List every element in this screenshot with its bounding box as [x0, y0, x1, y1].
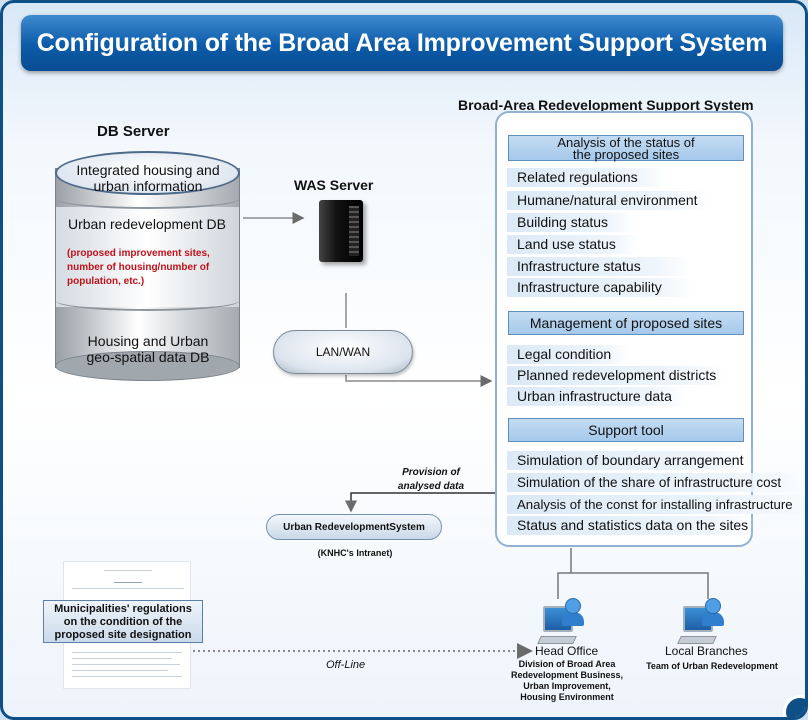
section-analysis-header-line1: Analysis of the status of — [557, 135, 695, 150]
list-item: Land use status — [507, 235, 639, 254]
cylinder-separator — [56, 189, 239, 209]
list-item: Humane/natural environment — [507, 191, 709, 210]
list-item: Status and statistics data on the sites — [507, 516, 757, 535]
list-item: Infrastructure capability — [507, 278, 693, 297]
head-office-line2: Redevelopment Business, — [510, 670, 624, 680]
doc-line — [72, 670, 168, 671]
corner-logo — [783, 695, 805, 717]
db-note-line2: number of housing/number of — [67, 262, 210, 273]
person-head — [565, 598, 581, 614]
local-branches-computer-icon — [677, 598, 724, 650]
db-layer-urban-redevelopment: Urban redevelopment DB — [68, 216, 226, 232]
person-body — [702, 612, 724, 626]
head-office-line1: Division of Broad Area — [518, 659, 616, 669]
regulations-label: Municipalities' regulations on the condi… — [43, 600, 203, 643]
db-geospatial-line1: Housing and Urban — [87, 333, 209, 349]
provision-line1: Provision of — [402, 467, 460, 478]
provision-label: Provision of analysed data — [391, 466, 471, 494]
doc-line — [72, 652, 182, 653]
provision-line2: analysed data — [397, 481, 465, 492]
regulations-line1: Municipalities' regulations — [54, 603, 192, 615]
db-layer-integrated-line1: Integrated housing and — [76, 162, 220, 178]
page-title: Configuration of the Broad Area Improvem… — [21, 15, 783, 71]
db-geospatial-line2: geo-spatial data DB — [86, 349, 210, 365]
doc-line — [72, 588, 184, 589]
regulations-line3: proposed site designation — [54, 629, 192, 641]
doc-line — [114, 582, 142, 583]
network-label: LAN/WAN — [315, 345, 371, 359]
doc-line — [72, 658, 172, 659]
cylinder-separator — [56, 291, 239, 311]
list-item: Building status — [507, 213, 635, 232]
list-item: Analysis of the const for installing inf… — [507, 495, 805, 514]
cylinder-top — [55, 151, 240, 195]
person-head — [705, 598, 721, 614]
section-management-header: Management of proposed sites — [508, 311, 744, 335]
list-item: Simulation of the share of infrastructur… — [507, 473, 803, 492]
offline-label: Off-Line — [326, 659, 366, 671]
db-server-label: DB Server — [97, 123, 170, 140]
network-cloud: LAN/WAN — [273, 330, 413, 374]
person-body — [562, 612, 584, 626]
urban-redevelopment-system: Urban RedevelopmentSystem — [266, 514, 442, 540]
db-layer-integrated-line2: urban information — [93, 178, 203, 194]
db-layer-integrated: Integrated housing and urban information — [59, 162, 237, 194]
list-item: Urban infrastructure data — [507, 387, 687, 406]
keyboard-shape — [537, 636, 577, 644]
local-branches-details: Team of Urban Redevelopment — [646, 661, 778, 671]
server-icon — [319, 200, 363, 262]
head-office-label: Head Office — [535, 644, 599, 658]
cylinder-bottom — [55, 351, 240, 381]
head-office-line4: Housing Environment — [520, 692, 614, 702]
regulations-line2: on the condition of the — [63, 616, 183, 628]
db-note-line3: population, etc.) — [67, 276, 145, 287]
doc-line — [72, 664, 180, 665]
head-office-line3: Urban Improvement, — [523, 681, 611, 691]
local-branches-label: Local Branches — [665, 644, 748, 658]
section-analysis-header-line2: the proposed sites — [572, 147, 680, 162]
was-server-label: WAS Server — [294, 177, 374, 193]
list-item: Simulation of boundary arrangement — [507, 451, 755, 470]
section-support-tool-header: Support tool — [508, 418, 744, 442]
list-item: Planned redevelopment districts — [507, 366, 725, 385]
keyboard-shape — [677, 636, 717, 644]
support-system-title: Broad-Area Redevelopment Support System — [458, 97, 754, 113]
section-analysis-header: Analysis of the status of the proposed s… — [508, 135, 744, 161]
head-office-computer-icon — [537, 598, 584, 650]
doc-line — [72, 676, 182, 677]
list-item: Legal condition — [507, 345, 629, 364]
urban-redevelopment-system-label: Urban RedevelopmentSystem — [283, 521, 425, 533]
db-note-line1: (proposed improvement sites, — [67, 248, 210, 259]
db-layer-geospatial: Housing and Urban geo-spatial data DB — [59, 333, 237, 365]
head-office-details: Division of Broad Area Redevelopment Bus… — [503, 659, 631, 703]
list-item: Related regulations — [507, 168, 667, 187]
list-item: Infrastructure status — [507, 257, 691, 276]
doc-line — [104, 570, 152, 571]
db-layer-note: (proposed improvement sites, number of h… — [61, 247, 237, 289]
intranet-caption: (KNHC's Intranet) — [317, 548, 393, 558]
